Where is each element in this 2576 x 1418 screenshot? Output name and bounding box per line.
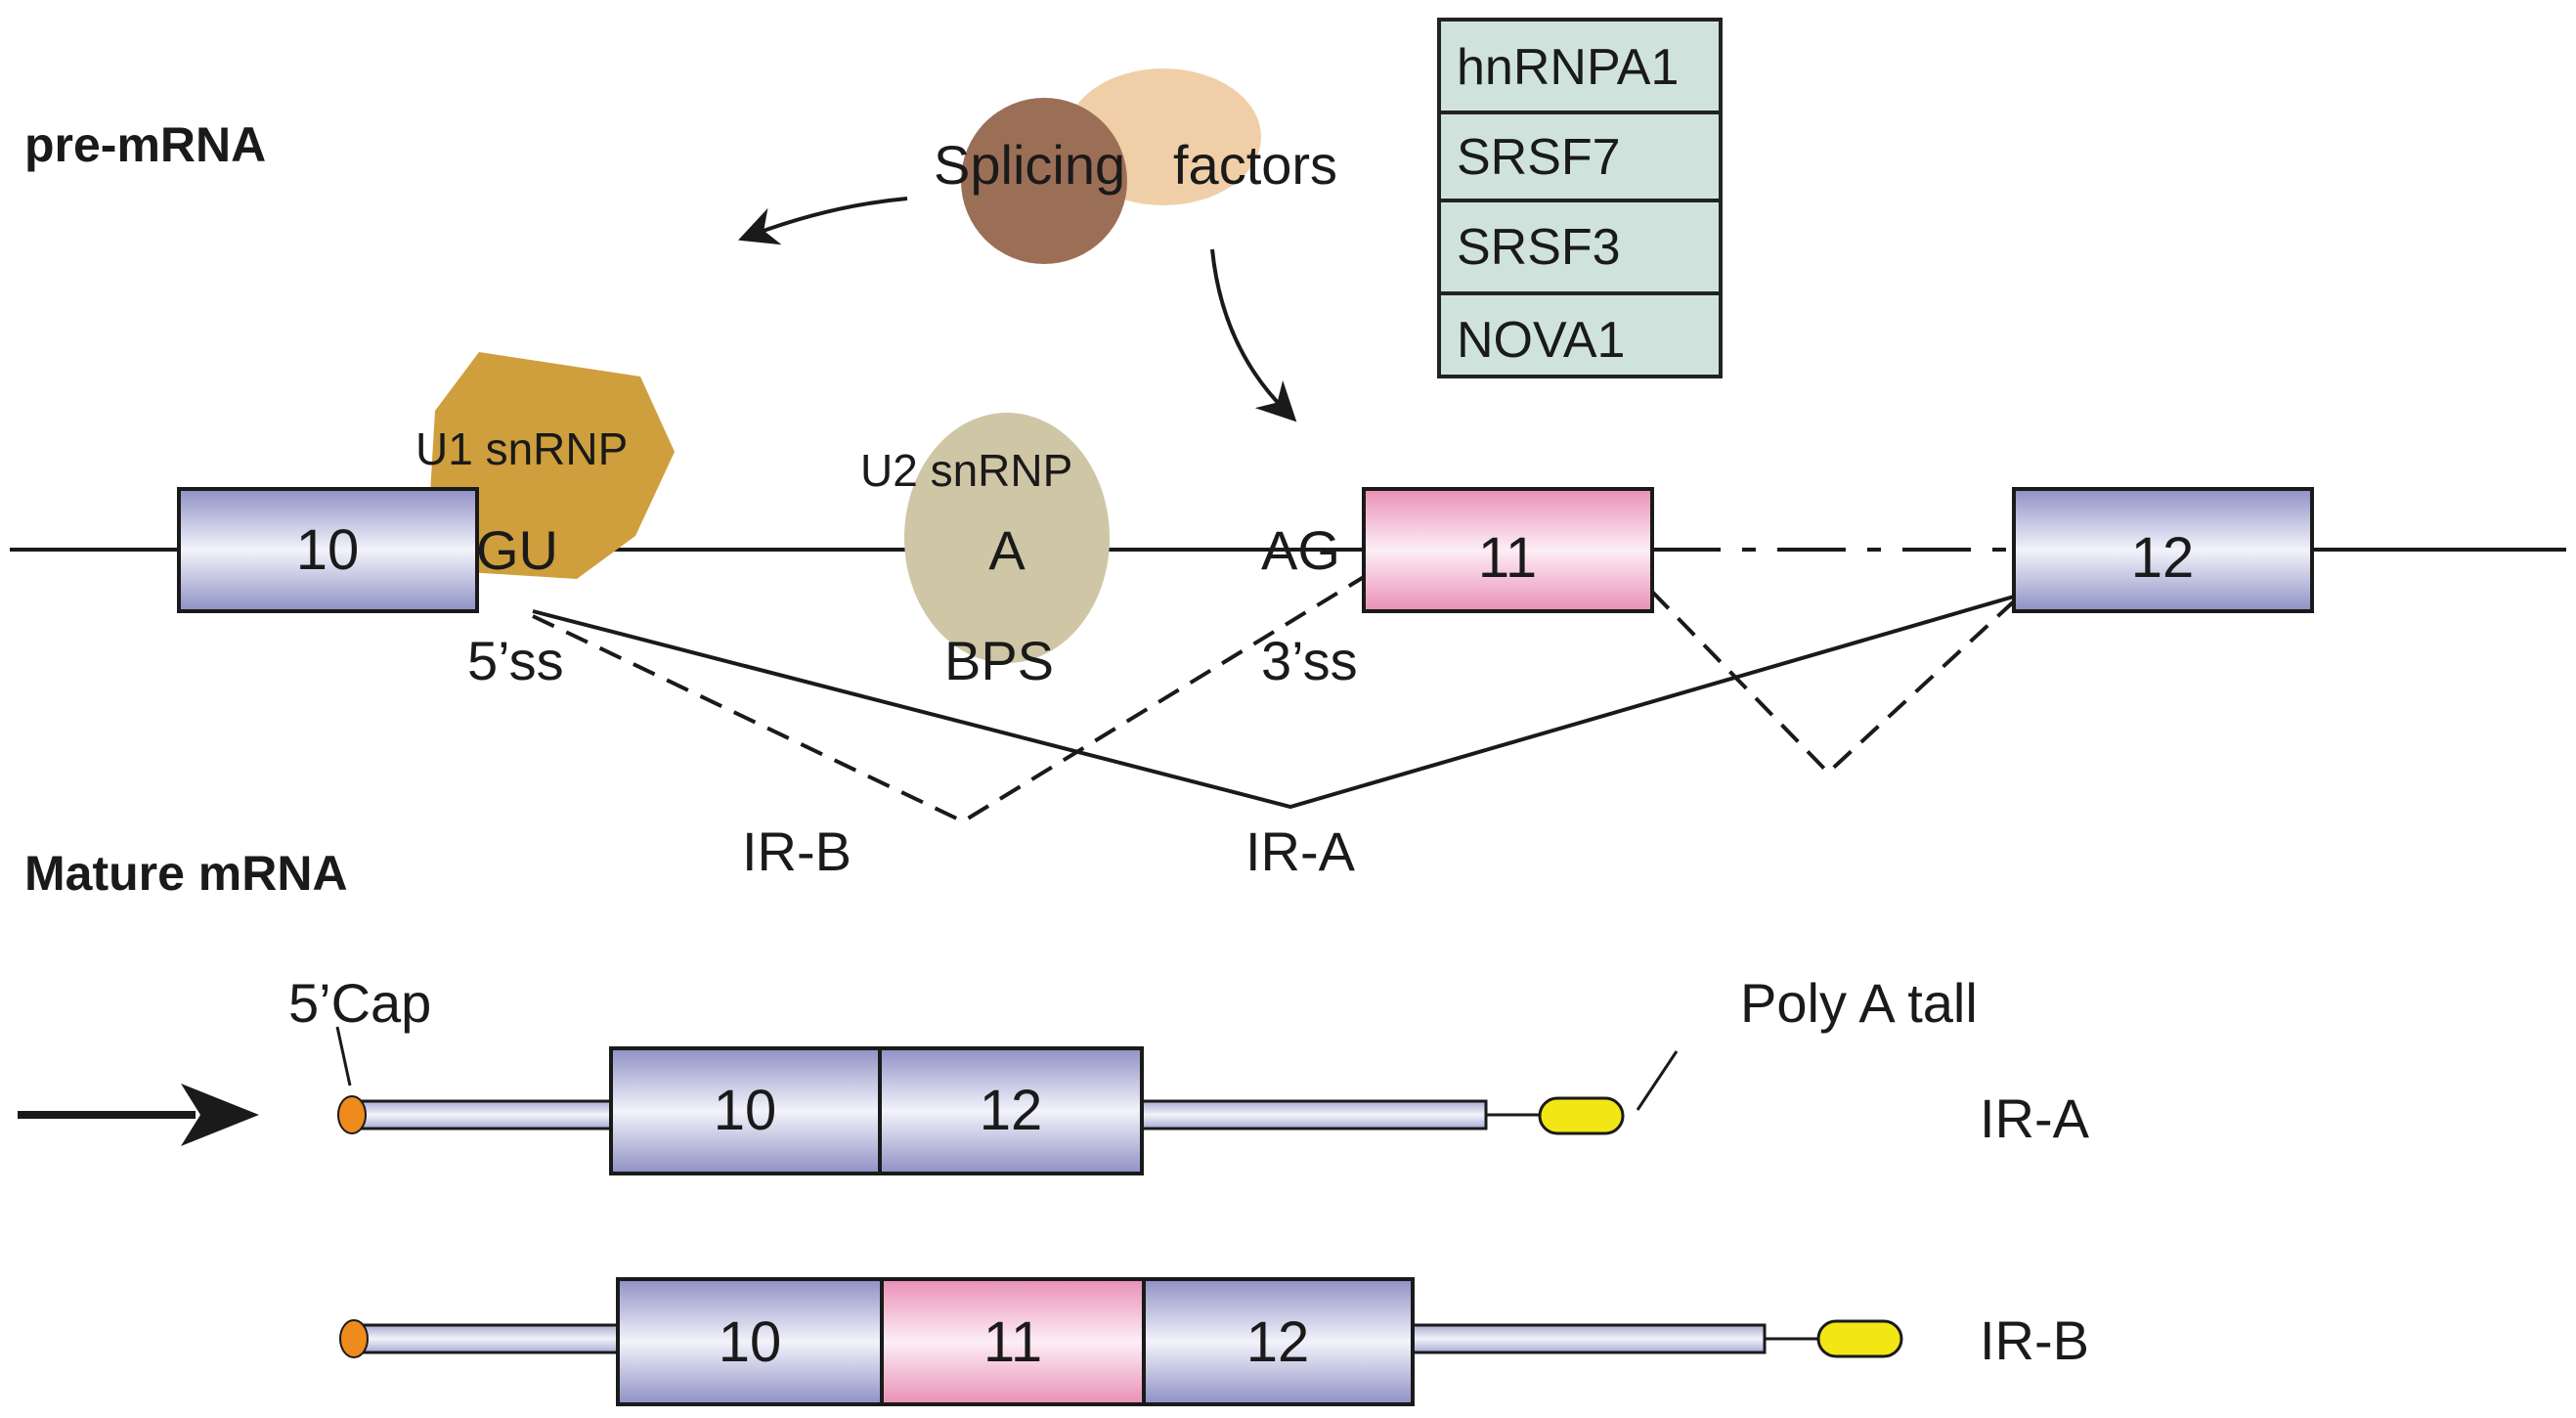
pre-exon-10 [177, 487, 479, 613]
ag-label: AG [1261, 519, 1340, 581]
ir-a-label: IR-A [1245, 820, 1356, 882]
ir-a-polya [1538, 1096, 1625, 1135]
ir-b-isoform-label: IR-B [1980, 1309, 2089, 1371]
ir-a-exon-12 [878, 1046, 1144, 1175]
splicing-factor-dark [961, 98, 1127, 264]
factor-srsf7: SRSF7 [1457, 129, 1621, 186]
maturation-arrow-head [181, 1084, 259, 1146]
pre-exon-10-label: 10 [296, 518, 360, 582]
ss5-label: 5’ss [467, 630, 564, 691]
u2-snrnp [904, 413, 1110, 663]
ir-b-polya [1816, 1319, 1903, 1358]
isoform-ir-a: 10 12 IR-A [337, 1046, 2090, 1175]
factor-srsf3: SRSF3 [1457, 219, 1621, 276]
arrow-to-pre-mrna [738, 197, 908, 245]
ir-b-splice-path-1 [532, 575, 1366, 824]
pre-exon-12 [2012, 487, 2314, 613]
cap-pointer [335, 1026, 352, 1086]
a-label: A [988, 519, 1026, 581]
ir-b-label: IR-B [742, 820, 851, 882]
bps-label: BPS [944, 630, 1054, 691]
factor-hnrnpa1: hnRNPA1 [1457, 39, 1679, 96]
ir-a-isoform-label: IR-A [1980, 1087, 2090, 1149]
pre-exon-12-label: 12 [2131, 526, 2195, 590]
u2-label: U2 snRNP [860, 445, 1072, 496]
ir-a-exon-12-label: 12 [980, 1079, 1043, 1142]
ir-a-cap [337, 1095, 367, 1134]
cap-label: 5’Cap [288, 972, 431, 1034]
ir-b-splice-path-2 [1650, 590, 2016, 775]
ir-b-exon-10-label: 10 [719, 1310, 782, 1374]
ir-b-cap [339, 1319, 369, 1358]
ir-a-exon-10-label: 10 [714, 1079, 777, 1142]
splicing-factor-list: hnRNPA1 SRSF7 SRSF3 NOVA1 [1437, 18, 1723, 378]
pre-exon-11 [1362, 487, 1654, 613]
splicing-factors-blob: Splicing factors [934, 68, 1337, 264]
arrow-to-exon-11 [1210, 248, 1297, 422]
ir-b-exon-10 [616, 1277, 884, 1406]
ir-b-exon-12-label: 12 [1246, 1310, 1310, 1374]
pre-exon-11-label: 11 [1478, 526, 1537, 590]
u1-label: U1 snRNP [415, 423, 628, 474]
u1-snrnp [430, 352, 675, 579]
ir-b-exon-12 [1142, 1277, 1415, 1406]
gu-label: GU [476, 519, 558, 581]
polya-label: Poly A tall [1740, 972, 1978, 1034]
ss3-label: 3’ss [1261, 630, 1358, 691]
ir-a-splice-path [532, 595, 2015, 810]
pre-mrna-heading: pre-mRNA [24, 117, 266, 172]
splicing-factors-label-2: factors [1173, 134, 1337, 196]
factor-nova1: NOVA1 [1457, 312, 1625, 369]
polya-pointer [1636, 1050, 1679, 1111]
isoform-ir-b: 10 11 12 IR-B [339, 1277, 2089, 1406]
ir-b-exon-11-label: 11 [983, 1310, 1042, 1374]
mature-mrna-heading: Mature mRNA [24, 846, 348, 901]
ir-a-exon-10 [609, 1046, 882, 1175]
splicing-factors-label-1: Splicing [934, 134, 1125, 196]
